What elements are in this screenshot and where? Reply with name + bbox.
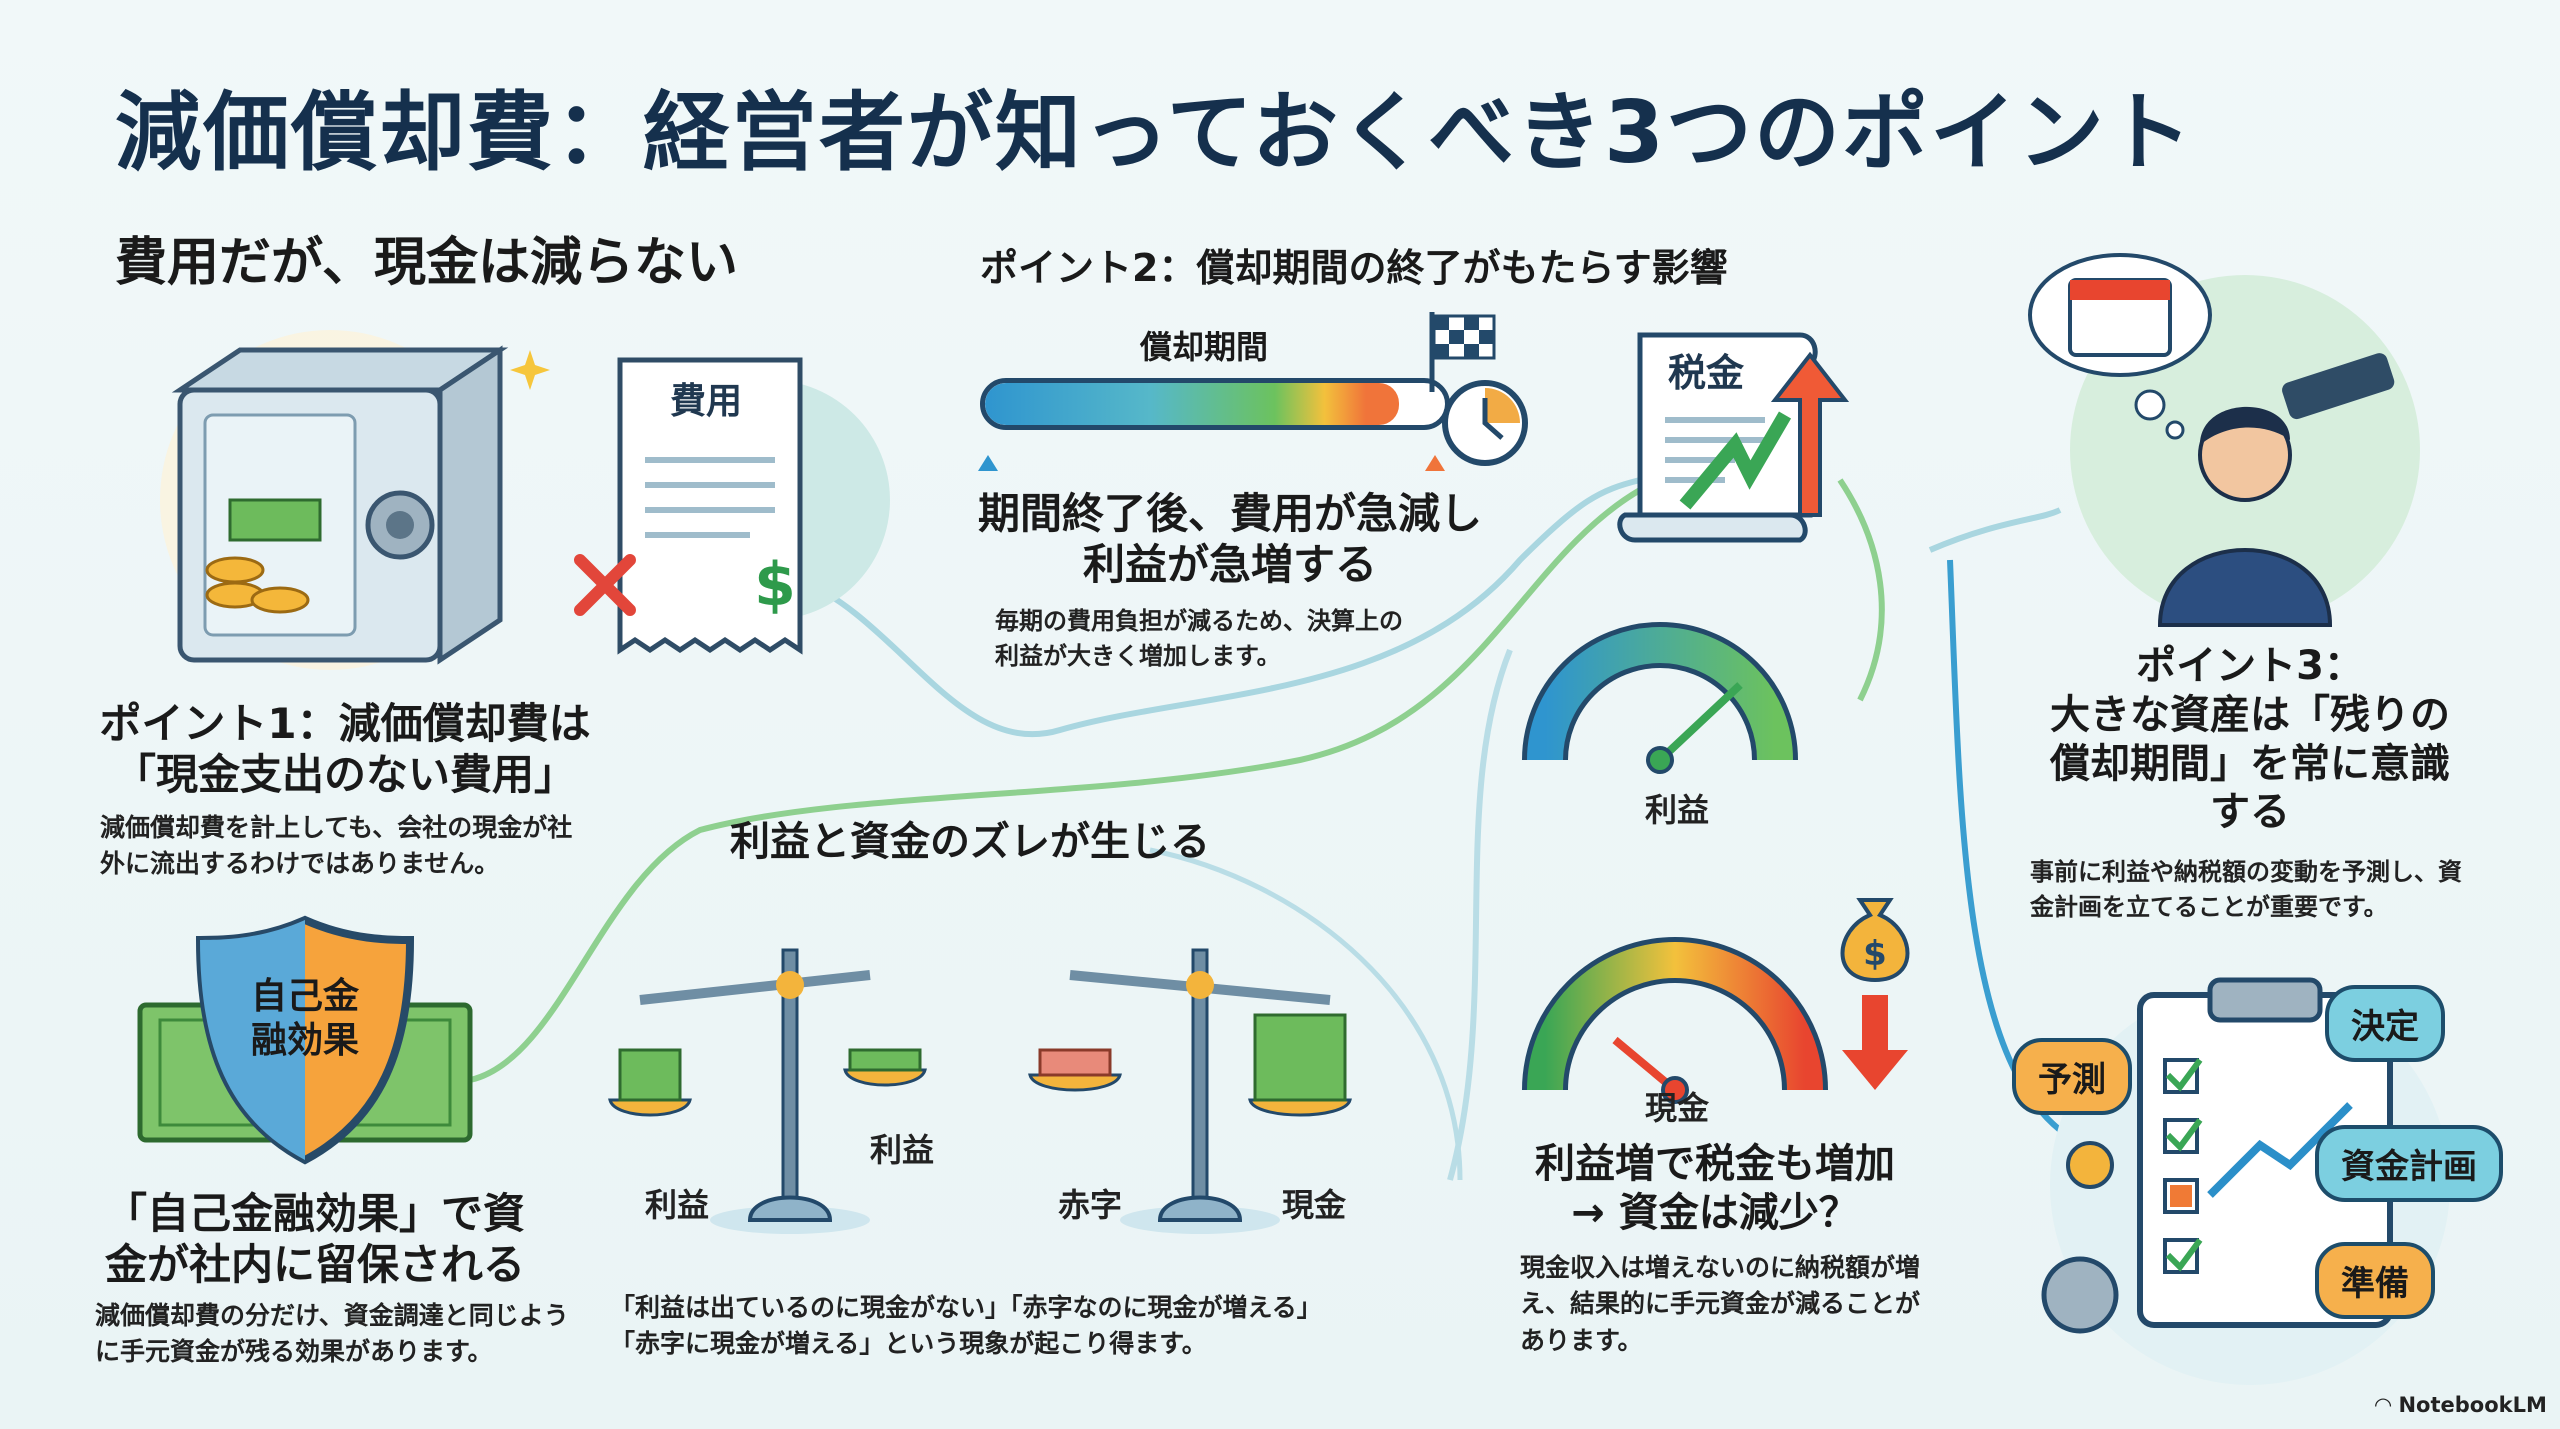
point3-heading-line3: 償却期間」を常に意識	[2050, 740, 2450, 787]
section1-tagline: 費用だが、現金は減らない	[115, 233, 738, 293]
receipt-illustration: $	[574, 357, 890, 655]
period-end-heading: 期間終了後、費用が急減し 利益が急増する	[960, 488, 1500, 590]
point3-heading-line2: 大きな資産は「残りの	[2050, 691, 2450, 738]
tax-document-illustration	[1617, 332, 1850, 543]
svg-text:$: $	[754, 550, 796, 620]
page-title: 減価償却費：経営者が知っておくべき3つのポイント	[115, 83, 2194, 183]
notebooklm-watermark: ◠ NotebookLM	[2375, 1393, 2547, 1417]
tax-heading: 利益増で税金も増加 → 資金は減少？	[1505, 1140, 1925, 1238]
self-finance-heading-line1: 「自己金融効果」で資	[104, 1189, 525, 1238]
gap-body-line2: 「赤字に現金が増える」という現象が起こり得ます。	[610, 1329, 1207, 1359]
safe-illustration	[160, 330, 509, 670]
depreciation-period-bar-fill	[985, 383, 1399, 425]
bubble-decision: 決定	[2325, 985, 2445, 1062]
period-end-heading-line1: 期間終了後、費用が急減し	[977, 489, 1482, 538]
bubble-preparation: 準備	[2315, 1242, 2435, 1319]
scale1-left-label: 利益	[645, 1186, 710, 1224]
scale2-right-label: 現金	[1282, 1186, 1347, 1224]
point3-heading-line1: ポイント3：	[2136, 643, 2364, 689]
self-finance-heading-line2: 金が社内に留保される	[104, 1240, 525, 1290]
tax-heading-line1: 利益増で税金も増加	[1535, 1141, 1895, 1187]
shield-label-line1: 自己金	[250, 976, 359, 1017]
checkered-flag-icon	[1429, 312, 1496, 392]
start-marker-icon	[978, 455, 998, 471]
self-finance-heading: 「自己金融効果」で資 金が社内に留保される	[85, 1188, 545, 1290]
point1-heading: ポイント1：減価償却費は 「現金支出のない費用」	[95, 698, 595, 800]
cash-gauge-label: 現金	[1645, 1089, 1710, 1127]
tax-heading-line2: → 資金は減少？	[1571, 1189, 1859, 1236]
period-end-heading-line2: 利益が急増する	[1082, 540, 1377, 590]
down-arrow-icon	[1842, 995, 1908, 1090]
scale2-left-label: 赤字	[1058, 1186, 1123, 1224]
scale1-right-label: 利益	[870, 1131, 935, 1169]
point1-body: 減価償却費を計上しても、会社の現金が社外に流出するわけではありません。	[100, 813, 573, 879]
svg-text:$: $	[1863, 934, 1887, 974]
sparkle-icon	[510, 350, 550, 390]
gap-body-line1: 「利益は出ているのに現金がない」「赤字なのに現金が増える」	[610, 1293, 1322, 1322]
profit-gauge-label: 利益	[1645, 791, 1710, 829]
point3-heading-line4: する	[2210, 789, 2290, 836]
point1-heading-line2: 「現金支出のない費用」	[113, 750, 576, 800]
bubble-forecast: 予測	[2012, 1038, 2132, 1115]
balance-scale-profit	[608, 948, 927, 1234]
point3-body: 事前に利益や納税額の変動を予測し、資金計画を立てることが重要です。	[2030, 858, 2462, 921]
balance-scale-cash	[1028, 948, 1352, 1234]
receipt-label: 費用	[670, 381, 743, 422]
point3-heading: ポイント3： 大きな資産は「残りの 償却期間」を常に意識 する	[2015, 642, 2485, 837]
shield-label: 自己金 融効果	[225, 975, 385, 1063]
point1-heading-line1: ポイント1：減価償却費は	[99, 699, 591, 748]
tax-document-label: 税金	[1668, 351, 1745, 395]
clock-icon	[1442, 380, 1528, 466]
profit-gauge	[1522, 622, 1798, 774]
money-bag-icon: $	[1840, 898, 1910, 983]
period-bar-label: 償却期間	[1140, 328, 1269, 366]
gap-heading: 利益と資金のズレが生じる	[730, 819, 1210, 865]
bubble-funding-plan: 資金計画	[2315, 1125, 2503, 1202]
period-end-body: 毎期の費用負担が減るため、決算上の利益が大きく増加します。	[995, 607, 1403, 670]
shield-money-illustration	[137, 915, 473, 1165]
tax-body: 現金収入は増えないのに納税額が増え、結果的に手元資金が減ることがあります。	[1520, 1253, 1921, 1355]
notebooklm-logo-icon: ◠	[2375, 1393, 2399, 1417]
depreciation-period-bar	[980, 378, 1450, 430]
self-finance-body: 減価償却費の分だけ、資金調達と同じように手元資金が残る効果があります。	[95, 1301, 569, 1367]
end-marker-icon	[1425, 455, 1445, 471]
point2-heading: ポイント2：償却期間の終了がもたらす影響	[980, 246, 1728, 290]
gap-body: 「利益は出ているのに現金がない」「赤字なのに現金が増える」 「赤字に現金が増える…	[610, 1290, 1322, 1363]
businessman-telescope-illustration	[2028, 253, 2420, 627]
cash-gauge	[1522, 937, 1828, 1104]
watermark-text: NotebookLM	[2398, 1393, 2547, 1417]
shield-label-line2: 融効果	[250, 1019, 359, 1061]
